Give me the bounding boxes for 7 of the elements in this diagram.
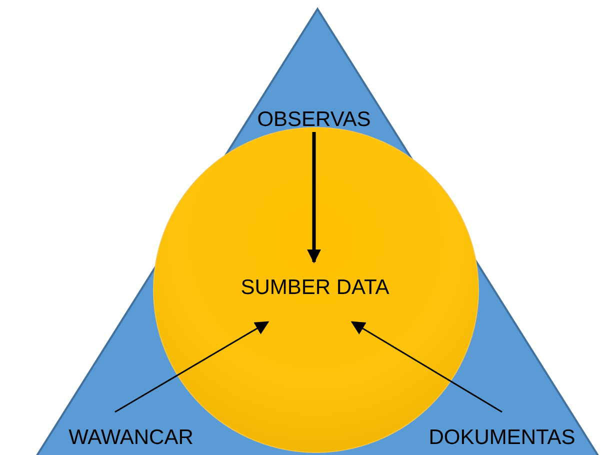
node-label: WAWANCAR — [48, 424, 214, 450]
arrow — [114, 321, 270, 413]
node-label: SUMBER DATA — [223, 263, 407, 323]
arrow — [307, 132, 321, 264]
node-label: DOKUMENTAS — [410, 424, 594, 450]
arrow — [350, 321, 502, 413]
node-label: OBSERVAS — [250, 108, 378, 132]
